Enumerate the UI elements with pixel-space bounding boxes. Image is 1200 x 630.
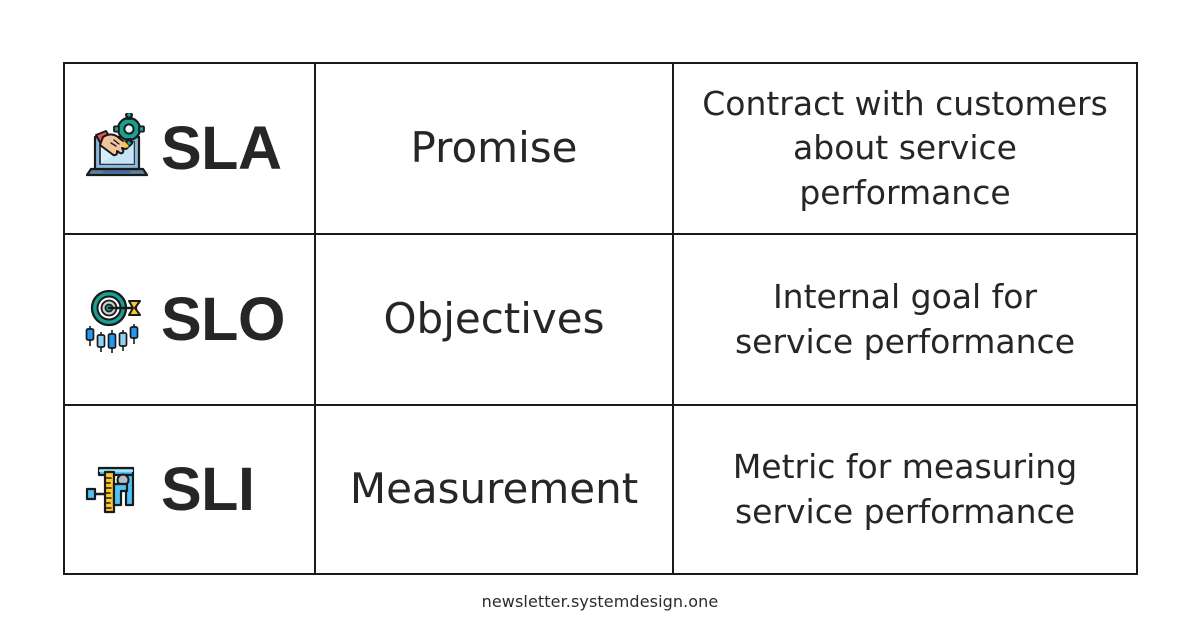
table-row: SLA Promise Contract with customers abou… [63,62,1138,235]
table-row: SLI Measurement Metric for measuring ser… [63,404,1138,575]
source-attribution: newsletter.systemdesign.one [481,592,719,611]
laptop-handshake-gear-icon [81,112,153,185]
term-label: SLO [161,285,285,353]
short-label: Promise [410,123,578,173]
sla-slo-sli-comparison-table: SLA Promise Contract with customers abou… [63,62,1138,575]
table-row: SLO Objectives Internal goal for service… [63,233,1138,406]
description-cell-slo: Internal goal for service performance [672,233,1138,406]
description-text: Internal goal for service performance [734,276,1076,361]
short-label-cell-sla: Promise [314,62,674,235]
short-label: Measurement [349,464,639,514]
target-arrow-chart-icon [81,284,153,356]
description-cell-sla: Contract with customers about service pe… [672,62,1138,235]
term-cell-slo: SLO [63,233,316,406]
short-label-cell-sli: Measurement [314,404,674,575]
term-label: SLA [161,114,282,182]
description-cell-sli: Metric for measuring service performance [672,404,1138,575]
short-label: Objectives [383,294,605,344]
term-cell-sli: SLI [63,404,316,575]
term-label: SLI [161,455,255,523]
caliper-measure-icon [81,454,153,526]
footer: newsletter.systemdesign.one [0,592,1200,612]
short-label-cell-slo: Objectives [314,233,674,406]
description-text: Metric for measuring service performance [732,446,1078,531]
description-text: Contract with customers about service pe… [702,83,1108,212]
term-cell-sla: SLA [63,62,316,235]
